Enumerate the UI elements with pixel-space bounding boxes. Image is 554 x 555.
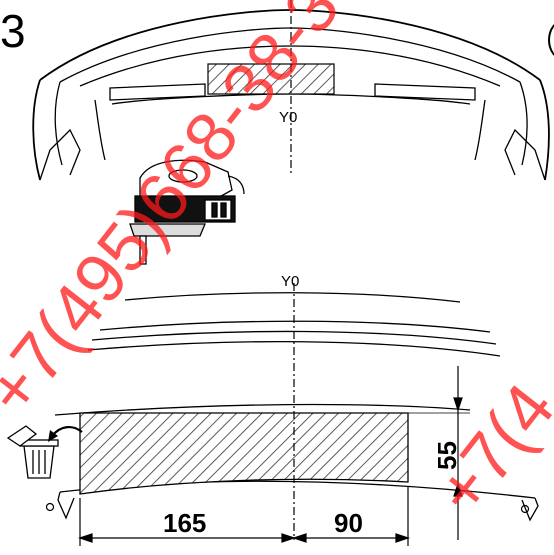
mount-hole-right: [520, 504, 530, 514]
dimension-lines: [78, 366, 470, 546]
bumper-profile-lines: [54, 292, 539, 522]
axis-label-bottom: Y0: [281, 273, 299, 290]
dimension-right-value: 90: [334, 508, 363, 538]
trash-bin-icon: [6, 425, 59, 479]
cut-area-bottom: [79, 412, 409, 495]
dimension-left-value: 165: [163, 508, 206, 538]
discard-arrow-head: [48, 430, 58, 442]
step-number: 3: [0, 5, 26, 57]
jigsaw-icon: [129, 159, 245, 265]
mount-hole-left: [45, 502, 55, 512]
axis-label-top: Y0: [279, 109, 297, 126]
discard-arrow-icon: [51, 426, 83, 437]
cut-area-top: [207, 63, 335, 95]
dimension-height-value: 55: [432, 441, 462, 470]
